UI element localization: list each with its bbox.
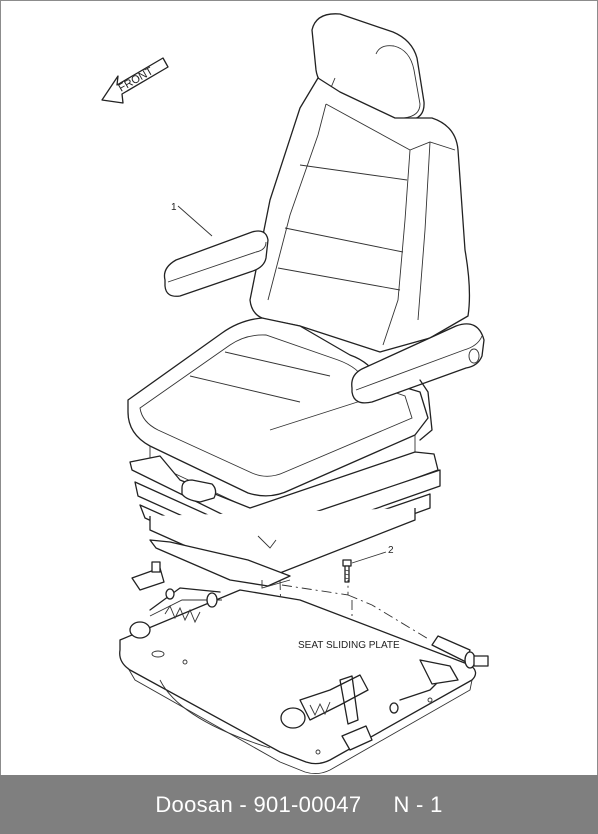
backrest	[249, 77, 471, 353]
footer-sheet: N - 1	[393, 791, 443, 817]
right-armrest	[351, 323, 485, 441]
bolt-part-2	[342, 559, 352, 583]
callout-2: 2	[351, 545, 394, 564]
footer-separator: -	[233, 791, 254, 817]
footer-brand: Doosan	[155, 791, 233, 817]
front-direction-arrow: FRONT	[101, 57, 169, 104]
left-armrest	[163, 230, 269, 297]
callout-1: 1	[171, 202, 213, 237]
callout-1-label: 1	[171, 202, 177, 213]
seat-exploded-diagram: FRONT	[101, 13, 489, 775]
seat-suspension	[129, 451, 441, 589]
slide-rail-right	[280, 635, 489, 751]
slide-rail-left	[129, 561, 222, 639]
callout-2-label: 2	[388, 545, 394, 556]
footer-part-number: 901-00047	[253, 791, 362, 817]
seat-sliding-plate: SEAT SLIDING PLATE	[119, 589, 477, 775]
footer-bar: Doosan - 901-00047 N - 1	[0, 775, 598, 834]
footer-gap	[361, 792, 393, 818]
plate-label: SEAT SLIDING PLATE	[298, 640, 400, 651]
seat-cushion	[127, 317, 429, 512]
front-arrow-label: FRONT	[117, 65, 156, 94]
